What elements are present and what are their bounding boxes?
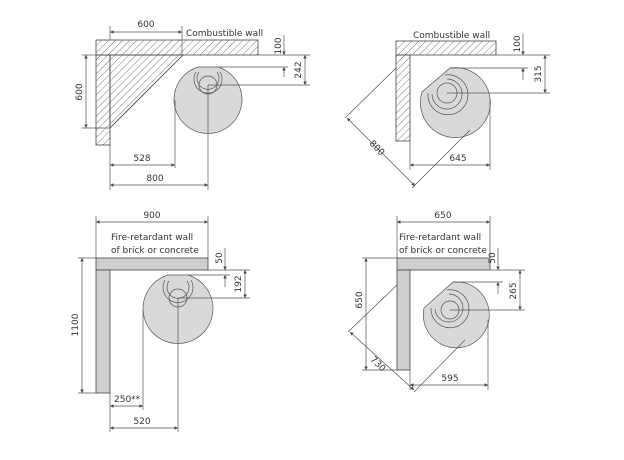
fireproof-wall-left	[95, 269, 111, 394]
combustible-wall-left	[95, 54, 111, 146]
dim-center-depth: 315	[534, 65, 544, 82]
dim-front: 595	[441, 374, 458, 384]
dim-diagonal: 730	[368, 355, 387, 374]
diagram-fireproof-corner: 650 Fire-retardant wall of brick or conc…	[347, 211, 525, 393]
dim-center: 520	[133, 417, 150, 427]
dim-top: 650	[434, 211, 451, 221]
wall-label: Combustible wall	[186, 29, 263, 39]
stove	[420, 67, 491, 138]
dim-center-depth: 242	[294, 61, 304, 78]
combustible-wall-top	[95, 39, 259, 56]
stove	[423, 281, 490, 349]
dim-left: 1100	[71, 313, 81, 336]
dim-left: 600	[75, 83, 85, 100]
dim-front: 645	[449, 154, 466, 164]
dim-top: 900	[143, 211, 160, 221]
diagram-combustible-corner: Combustible wall 100 315 645 800	[344, 31, 550, 189]
dim-gap: 50	[215, 252, 225, 264]
combustible-wall-left	[395, 54, 411, 142]
wall-label-line1: Fire-retardant wall	[111, 233, 193, 243]
dim-left: 650	[355, 291, 365, 308]
dim-center: 800	[146, 174, 163, 184]
dim-top: 600	[137, 20, 154, 30]
diagram-combustible-straight: 600 Combustible wall 600 100 242 528 800	[75, 20, 310, 190]
dim-front: 528	[133, 154, 150, 164]
dim-side: 250**	[114, 395, 141, 405]
wall-label-line2: of brick or concrete	[111, 246, 199, 256]
dim-gap: 100	[274, 37, 284, 54]
fireproof-wall-left	[396, 269, 411, 371]
dim-center-depth: 192	[234, 275, 244, 292]
wall-label-line1: Fire-retardant wall	[399, 233, 481, 243]
dim-gap: 100	[513, 35, 523, 52]
dim-gap: 50	[488, 252, 498, 264]
wall-label: Combustible wall	[413, 31, 490, 41]
dim-diagonal: 800	[367, 139, 386, 158]
fireproof-wall-top	[95, 257, 209, 271]
dim-center-depth: 265	[509, 282, 519, 299]
fireproof-wall-top	[396, 257, 491, 271]
diagram-fireproof-straight: 900 Fire-retardant wall of brick or conc…	[71, 211, 250, 432]
combustible-wall-top	[395, 40, 497, 56]
wall-label-line2: of brick or concrete	[399, 246, 487, 256]
protected-area	[109, 54, 184, 129]
